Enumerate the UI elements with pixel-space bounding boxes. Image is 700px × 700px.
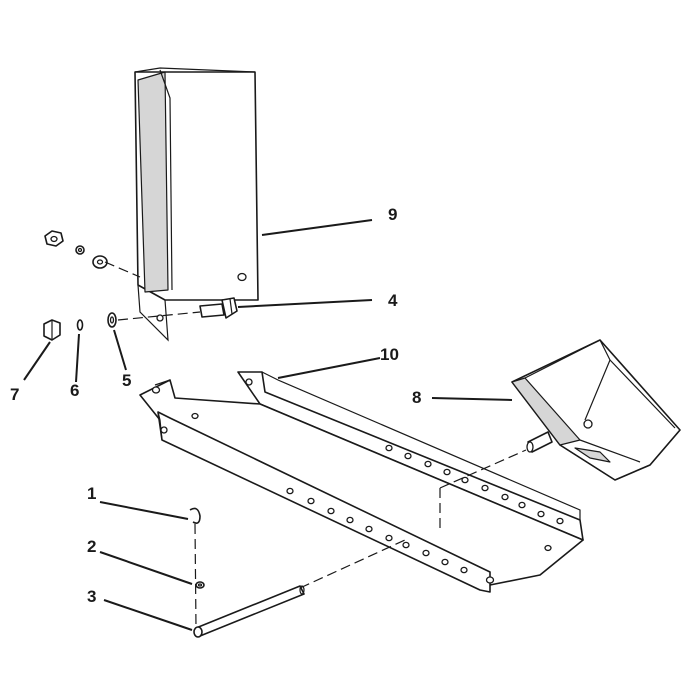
part-5-washer	[107, 312, 117, 328]
callout-3: 3	[87, 587, 96, 606]
callout-2: 2	[87, 537, 96, 556]
leader-lines	[23, 219, 513, 631]
part-10-channel-bracket	[139, 371, 584, 593]
callout-1: 1	[87, 484, 96, 503]
callout-10: 10	[380, 345, 399, 364]
part-6-lockwasher	[76, 319, 84, 331]
callout-6: 6	[70, 381, 79, 400]
upper-hardware-stack	[44, 230, 108, 269]
callout-9: 9	[388, 205, 397, 224]
callout-7: 7	[10, 385, 19, 404]
part-7-nut	[43, 319, 61, 341]
hole-row-front	[286, 487, 468, 574]
callout-5: 5	[122, 371, 131, 390]
callout-8: 8	[412, 388, 421, 407]
part-3-clevis-pin	[193, 585, 305, 638]
alignment-lines	[104, 261, 527, 629]
callout-4: 4	[388, 291, 398, 310]
part-4-bolt	[199, 297, 238, 319]
hole-row-back	[385, 444, 564, 525]
part-8-trough-bracket	[511, 339, 681, 481]
part-2-ring	[195, 581, 205, 589]
part-9-angle-bracket	[134, 67, 259, 342]
part-1-hairpin-clip	[189, 507, 201, 524]
